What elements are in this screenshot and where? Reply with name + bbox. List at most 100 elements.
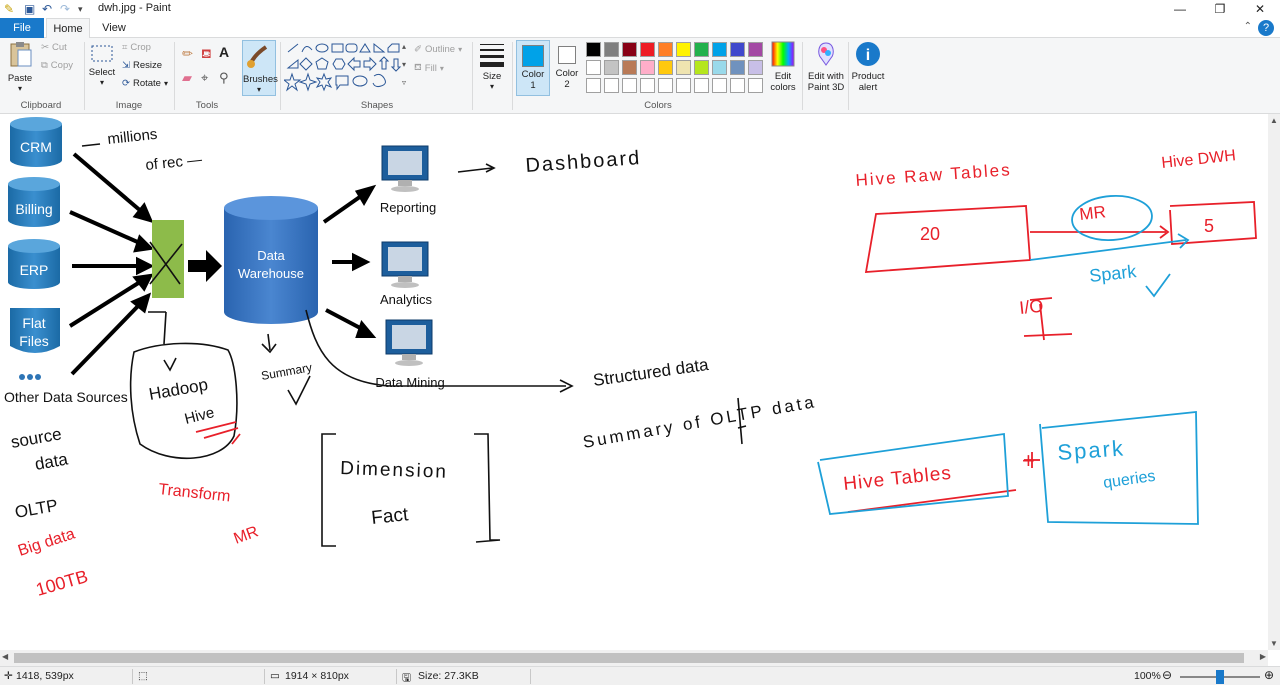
palette-swatch[interactable] bbox=[730, 42, 745, 57]
palette-swatch[interactable] bbox=[676, 60, 691, 75]
text-tool-icon[interactable]: A bbox=[219, 44, 230, 60]
custom-color-slot[interactable] bbox=[730, 78, 745, 93]
tab-view[interactable]: View bbox=[102, 22, 126, 34]
size-dropdown-icon[interactable]: ▾ bbox=[489, 82, 494, 91]
palette-swatch[interactable] bbox=[586, 60, 601, 75]
scroll-right-icon[interactable]: ▶ bbox=[1259, 652, 1266, 661]
custom-color-slot[interactable] bbox=[622, 78, 637, 93]
tab-home[interactable]: Home bbox=[46, 18, 90, 39]
color1-number: 1 bbox=[530, 80, 536, 91]
paste-button[interactable]: Paste ▾ bbox=[4, 40, 36, 93]
outline-button[interactable]: ✐Outline▾ bbox=[414, 44, 462, 55]
outline-label: Outline bbox=[424, 44, 456, 55]
collapse-ribbon-icon[interactable]: ⌃ bbox=[1243, 21, 1252, 32]
color-picker-icon[interactable]: ⌖ bbox=[201, 70, 209, 85]
minimize-button[interactable]: — bbox=[1174, 2, 1186, 16]
outline-icon: ✐ bbox=[414, 44, 422, 55]
palette-swatch[interactable] bbox=[640, 42, 655, 57]
palette-swatch[interactable] bbox=[586, 42, 601, 57]
shapes-expand-icon[interactable]: ▿ bbox=[402, 78, 407, 87]
custom-color-slot[interactable] bbox=[586, 78, 601, 93]
palette-swatch[interactable] bbox=[604, 60, 619, 75]
color1-button[interactable]: Color 1 bbox=[516, 40, 550, 96]
product-alert-button[interactable]: i Product alert bbox=[850, 40, 886, 93]
crop-button[interactable]: ⌗Crop bbox=[122, 42, 151, 53]
scroll-down-icon[interactable]: ▼ bbox=[1270, 639, 1278, 648]
fill-button[interactable]: ⛾Fill▾ bbox=[414, 62, 444, 74]
palette-swatch[interactable] bbox=[658, 42, 673, 57]
brushes-button[interactable]: Brushes ▾ bbox=[242, 40, 278, 96]
palette-swatch[interactable] bbox=[712, 42, 727, 57]
tab-file[interactable]: File bbox=[0, 18, 44, 38]
drawing-canvas[interactable]: CRM Billing ERP Flat Files Other Data So… bbox=[0, 114, 1280, 650]
customize-quick-access-icon[interactable]: ▾ bbox=[78, 4, 83, 14]
edit-with-paint3d-button[interactable]: Edit with Paint 3D bbox=[806, 40, 846, 93]
select-button[interactable]: Select ▾ bbox=[88, 42, 116, 87]
other-sources-label: Other Data Sources bbox=[4, 389, 128, 405]
outline-dropdown-icon[interactable]: ▾ bbox=[458, 45, 463, 54]
resize-button[interactable]: ⇲Resize bbox=[122, 60, 162, 71]
scroll-left-icon[interactable]: ◀ bbox=[2, 652, 9, 661]
custom-color-slot[interactable] bbox=[676, 78, 691, 93]
palette-swatch[interactable] bbox=[748, 60, 763, 75]
color2-number: 2 bbox=[564, 79, 570, 90]
palette-swatch[interactable] bbox=[748, 42, 763, 57]
shapes-scroll-up-icon[interactable]: ▴ bbox=[402, 42, 407, 51]
save-icon[interactable]: ▣ bbox=[24, 2, 36, 16]
rotate-button[interactable]: ⟳Rotate▾ bbox=[122, 78, 168, 89]
zoom-in-icon[interactable]: ⊕ bbox=[1264, 668, 1275, 682]
cut-button[interactable]: ✂Cut bbox=[41, 42, 67, 53]
palette-swatch[interactable] bbox=[640, 60, 655, 75]
help-icon[interactable]: ? bbox=[1258, 20, 1274, 36]
horizontal-scroll-thumb[interactable] bbox=[14, 653, 1244, 663]
canvas-image[interactable]: CRM Billing ERP Flat Files Other Data So… bbox=[0, 114, 1268, 650]
paste-dropdown-icon[interactable]: ▾ bbox=[17, 84, 22, 93]
note-io: I/O bbox=[1018, 296, 1044, 318]
undo-icon[interactable]: ↶ bbox=[42, 2, 53, 16]
palette-swatch[interactable] bbox=[694, 42, 709, 57]
custom-color-slot[interactable] bbox=[694, 78, 709, 93]
pencil-icon[interactable]: ✏ bbox=[182, 46, 193, 61]
palette-swatch[interactable] bbox=[658, 60, 673, 75]
line-size-icon bbox=[480, 44, 504, 67]
copy-button[interactable]: ⧉Copy bbox=[41, 60, 73, 71]
zoom-slider-thumb[interactable] bbox=[1216, 670, 1224, 684]
note-hive-dwh: Hive DWH bbox=[1161, 147, 1237, 172]
size-button[interactable]: Size ▾ bbox=[476, 42, 508, 91]
close-button[interactable]: ✕ bbox=[1254, 2, 1266, 16]
palette-swatch[interactable] bbox=[604, 42, 619, 57]
shapes-group-label: Shapes bbox=[360, 100, 394, 111]
scroll-up-icon[interactable]: ▲ bbox=[1270, 116, 1278, 125]
maximize-button[interactable]: ❐ bbox=[1214, 2, 1226, 16]
ribbon-separator bbox=[84, 42, 85, 110]
palette-swatch[interactable] bbox=[712, 60, 727, 75]
color2-button[interactable]: Color 2 bbox=[552, 40, 582, 96]
custom-color-slot[interactable] bbox=[640, 78, 655, 93]
palette-swatch[interactable] bbox=[622, 42, 637, 57]
custom-color-slot[interactable] bbox=[748, 78, 763, 93]
fill-bucket-icon[interactable]: ⛾ bbox=[201, 46, 212, 61]
custom-color-slot[interactable] bbox=[604, 78, 619, 93]
vertical-scrollbar[interactable]: ▲ ▼ bbox=[1268, 114, 1280, 650]
custom-color-slot[interactable] bbox=[712, 78, 727, 93]
paint3d-label: Edit with bbox=[808, 71, 844, 82]
rotate-dropdown-icon[interactable]: ▾ bbox=[163, 79, 168, 88]
edit-colors-button[interactable]: Edit colors bbox=[766, 40, 800, 93]
custom-color-slot[interactable] bbox=[658, 78, 673, 93]
select-dropdown-icon[interactable]: ▾ bbox=[99, 78, 104, 87]
eraser-icon[interactable]: ▰ bbox=[182, 70, 192, 85]
note-transform: Transform bbox=[158, 481, 232, 505]
zoom-out-icon[interactable]: ⊖ bbox=[1162, 668, 1173, 682]
shapes-scroll-down-icon[interactable]: ▾ bbox=[402, 60, 407, 69]
horizontal-scrollbar[interactable]: ◀ ▶ bbox=[0, 650, 1268, 666]
fill-dropdown-icon[interactable]: ▾ bbox=[439, 63, 444, 73]
dw-label: Data bbox=[257, 248, 285, 263]
palette-swatch[interactable] bbox=[730, 60, 745, 75]
palette-swatch[interactable] bbox=[694, 60, 709, 75]
redo-icon[interactable]: ↷ bbox=[60, 2, 71, 16]
palette-swatch[interactable] bbox=[622, 60, 637, 75]
palette-swatch[interactable] bbox=[676, 42, 691, 57]
brushes-dropdown-icon[interactable]: ▾ bbox=[256, 85, 261, 94]
shapes-gallery[interactable] bbox=[284, 42, 412, 94]
magnifier-icon[interactable]: ⚲ bbox=[219, 70, 229, 85]
